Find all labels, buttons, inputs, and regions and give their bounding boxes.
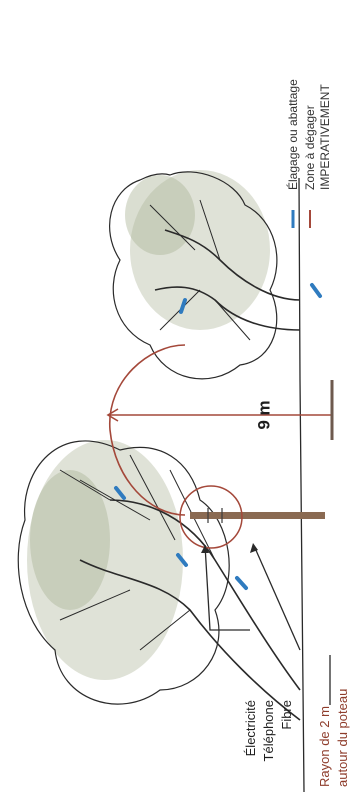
network-labels: Électricité Téléphone Fibre (243, 700, 294, 761)
network-label-electricity: Électricité (243, 700, 258, 756)
utility-pole (190, 512, 325, 519)
legend-label-imperatively: IMPERATIVEMENT (318, 84, 332, 190)
radius-note: Rayon de 2 m autour du poteau (317, 689, 350, 787)
radius-note-line-1: Rayon de 2 m (317, 706, 332, 787)
pruning-mark (312, 285, 320, 296)
legend: Élagage ou abattage Zone à dégager IMPER… (285, 79, 332, 228)
ground-line (299, 178, 304, 792)
tree-right (110, 170, 300, 379)
radius-note-line-2: autour du poteau (335, 689, 350, 787)
distance-label: 9 m (254, 400, 273, 429)
pruning-mark (237, 578, 246, 588)
legend-label-pruning: Élagage ou abattage (285, 79, 300, 190)
network-label-fibre: Fibre (279, 700, 294, 730)
legend-label-zone: Zone à dégager (303, 105, 317, 190)
distance-label-group: 9 m (254, 400, 273, 429)
network-label-telephone: Téléphone (261, 700, 276, 761)
tree-left (18, 440, 300, 720)
tree-left-foliage-dark (30, 470, 110, 610)
